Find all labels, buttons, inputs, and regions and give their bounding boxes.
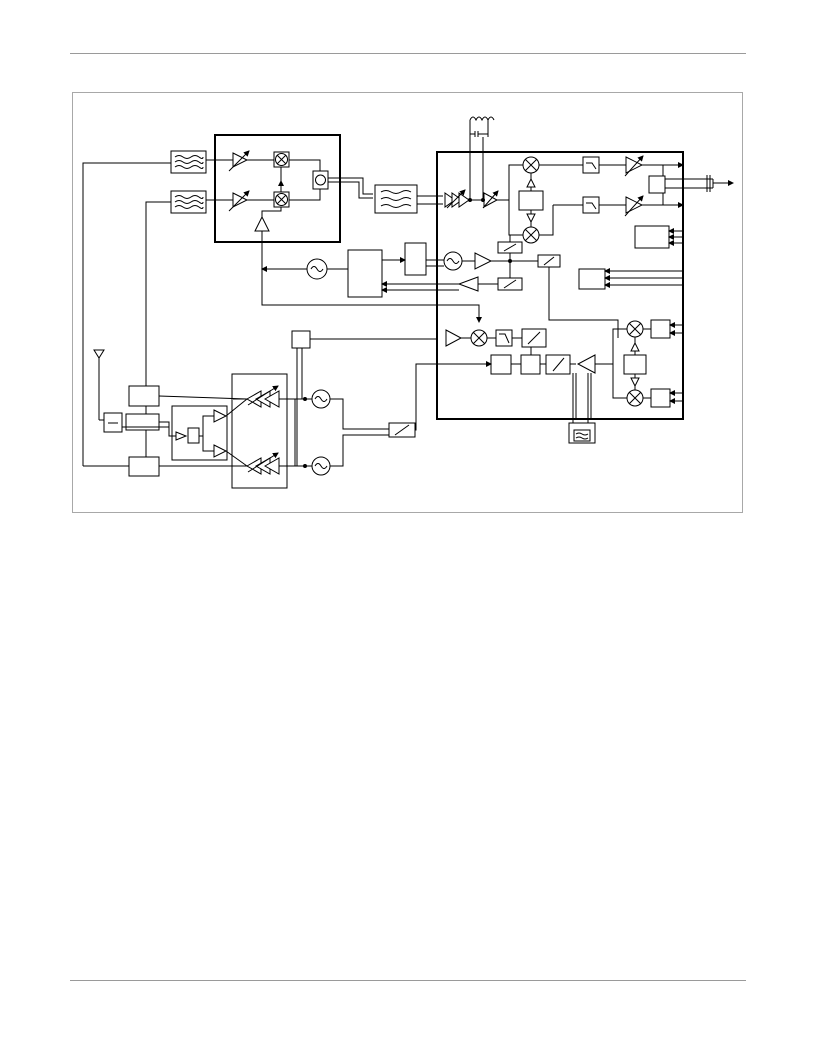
antenna-icon <box>93 349 105 421</box>
synthesizer-block <box>261 231 482 323</box>
wire <box>82 162 171 466</box>
block-diagram-svg <box>82 116 734 489</box>
wire <box>328 181 373 199</box>
coupler-block <box>125 413 160 431</box>
duplexer <box>171 398 248 467</box>
crystal-icon <box>568 422 596 444</box>
wire <box>328 177 373 195</box>
isolator-lower <box>128 456 160 477</box>
if-saw-filter <box>374 184 418 214</box>
rf-filter-upper <box>170 150 207 174</box>
capacitor-icon <box>683 178 707 189</box>
lna-mixer-module <box>206 134 341 243</box>
wire <box>145 201 171 389</box>
rf-filter-lower <box>170 190 207 214</box>
transceiver-ic <box>436 116 734 423</box>
isolator-upper <box>128 385 160 407</box>
footer-rule <box>70 980 746 981</box>
block-diagram-figure <box>72 92 743 513</box>
detector-block <box>291 330 311 349</box>
inductor-icon <box>469 116 495 122</box>
oscillator-icon <box>311 389 331 476</box>
power-amplifier-module <box>231 373 307 489</box>
header-rule <box>70 53 746 54</box>
